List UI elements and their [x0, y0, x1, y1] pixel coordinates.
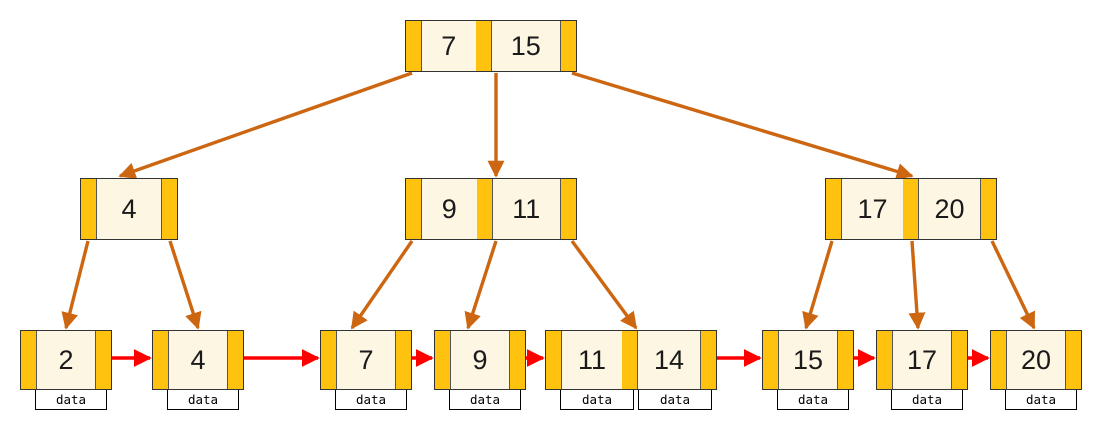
tree-edge-internal-middle-to-leaf-11-14	[570, 239, 638, 330]
data-box-leaf-15-0: data	[777, 388, 849, 410]
pointer-bar-leaf-2-1[interactable]	[95, 331, 111, 389]
tree-edge-internal-right-to-leaf-17	[908, 240, 926, 330]
key-cell-internal-right-17: 17	[842, 179, 903, 239]
node-leaf-2[interactable]: 2	[20, 330, 112, 390]
data-box-leaf-17-0: data	[891, 388, 963, 410]
pointer-bar-root-0[interactable]	[406, 21, 422, 71]
data-box-leaf-2-0: data	[35, 388, 107, 410]
pointer-bar-leaf-15-1[interactable]	[837, 331, 853, 389]
key-cell-leaf-17-17: 17	[893, 331, 951, 389]
key-cell-leaf-7-7: 7	[337, 331, 395, 389]
node-internal-left[interactable]: 4	[80, 178, 178, 240]
key-cell-leaf-2-2: 2	[37, 331, 95, 389]
node-leaf-11-14[interactable]: 11 14	[545, 330, 717, 390]
pointer-bar-internal-middle-2[interactable]	[560, 179, 576, 239]
node-leaf-17[interactable]: 17	[876, 330, 968, 390]
pointer-bar-internal-right-2[interactable]	[980, 179, 996, 239]
key-cell-leaf-4-4: 4	[169, 331, 227, 389]
node-leaf-9[interactable]: 9	[434, 330, 526, 390]
data-box-leaf-11-14-1: data	[638, 388, 712, 410]
data-box-leaf-20-0: data	[1005, 388, 1077, 410]
tree-edge-internal-right-to-leaf-15	[802, 240, 834, 330]
tree-edge-internal-left-to-leaf-2	[61, 240, 90, 330]
node-leaf-4[interactable]: 4	[152, 330, 244, 390]
key-cell-root-15: 15	[491, 21, 561, 71]
pointer-bar-leaf-17-0[interactable]	[877, 331, 893, 389]
pointer-bar-leaf-7-0[interactable]	[321, 331, 337, 389]
tree-edge-root-to-internal-left	[118, 71, 413, 179]
node-root[interactable]: 7 15	[405, 20, 577, 72]
tree-edge-internal-left-to-leaf-4	[168, 240, 202, 330]
key-cell-leaf-9-9: 9	[451, 331, 509, 389]
node-leaf-20[interactable]: 20	[990, 330, 1082, 390]
pointer-bar-leaf-20-1[interactable]	[1065, 331, 1081, 389]
key-cell-leaf-15-15: 15	[779, 331, 837, 389]
node-leaf-7[interactable]: 7	[320, 330, 412, 390]
key-cell-leaf-11-14-11: 11	[562, 331, 622, 389]
pointer-bar-leaf-11-14-0[interactable]	[546, 331, 562, 389]
pointer-bar-internal-right-0[interactable]	[826, 179, 842, 239]
key-cell-internal-left-4: 4	[97, 179, 161, 239]
pointer-bar-internal-middle-0[interactable]	[406, 179, 422, 239]
pointer-bar-internal-right-1[interactable]	[903, 179, 919, 239]
pointer-bar-leaf-2-0[interactable]	[21, 331, 37, 389]
key-cell-leaf-11-14-14: 14	[638, 331, 701, 389]
pointer-bar-leaf-17-1[interactable]	[951, 331, 967, 389]
pointer-bar-leaf-20-0[interactable]	[991, 331, 1007, 389]
pointer-bar-internal-middle-1[interactable]	[476, 179, 493, 239]
node-leaf-15[interactable]: 15	[762, 330, 854, 390]
tree-edge-root-to-internal-right	[571, 71, 914, 180]
key-cell-leaf-20-20: 20	[1007, 331, 1065, 389]
tree-edge-internal-right-to-leaf-20	[990, 240, 1036, 330]
tree-edge-internal-middle-to-leaf-9	[464, 240, 498, 330]
pointer-bar-root-1[interactable]	[475, 21, 492, 71]
pointer-bar-leaf-9-0[interactable]	[435, 331, 451, 389]
pointer-bar-leaf-7-1[interactable]	[395, 331, 411, 389]
data-box-leaf-9-0: data	[449, 388, 521, 410]
key-cell-internal-right-20: 20	[919, 179, 980, 239]
pointer-bar-internal-left-0[interactable]	[81, 179, 97, 239]
pointer-bar-leaf-15-0[interactable]	[763, 331, 779, 389]
tree-edge-internal-middle-to-leaf-7	[350, 240, 414, 330]
pointer-bar-internal-left-1[interactable]	[161, 179, 177, 239]
pointer-bar-leaf-11-14-2[interactable]	[700, 331, 717, 389]
key-cell-internal-middle-9: 9	[422, 179, 477, 239]
pointer-bar-leaf-4-1[interactable]	[227, 331, 243, 389]
key-cell-root-7: 7	[422, 21, 476, 71]
pointer-bar-root-2[interactable]	[560, 21, 577, 71]
key-cell-internal-middle-11: 11	[492, 179, 560, 239]
data-box-leaf-11-14-0: data	[560, 388, 634, 410]
pointer-bar-leaf-11-14-1[interactable]	[622, 331, 638, 389]
data-box-leaf-4-0: data	[167, 388, 239, 410]
pointer-bar-leaf-9-1[interactable]	[509, 331, 525, 389]
data-box-leaf-7-0: data	[335, 388, 407, 410]
pointer-bar-leaf-4-0[interactable]	[153, 331, 169, 389]
